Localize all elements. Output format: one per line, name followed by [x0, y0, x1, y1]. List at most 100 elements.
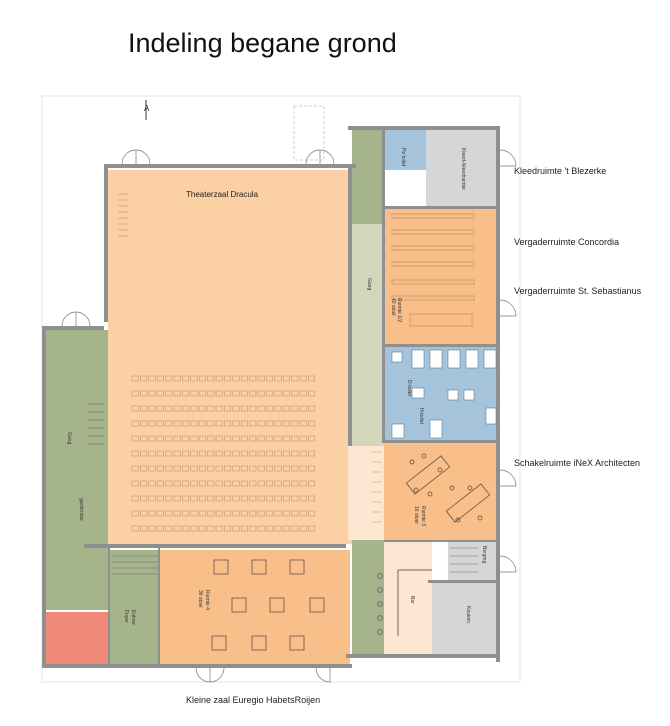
theater-seat [257, 405, 265, 412]
theater-seat [299, 390, 307, 397]
small-hall-tables [211, 559, 325, 651]
theater-seat [308, 420, 316, 427]
theater-seat [224, 405, 232, 412]
theater-seat [190, 375, 198, 382]
theater-seat [131, 450, 139, 457]
theater-seat [224, 420, 232, 427]
theater-seat [207, 525, 215, 532]
theater-seat [224, 465, 232, 472]
section-marker: A [144, 104, 150, 113]
theater-seat [291, 465, 299, 472]
storage-room [448, 540, 498, 582]
theater-seat [207, 450, 215, 457]
bar-counter [377, 569, 432, 636]
theater-seat [240, 495, 248, 502]
theater-seat [140, 375, 148, 382]
theater-seat [232, 465, 240, 472]
theater-seat [156, 390, 164, 397]
theater-seat [274, 450, 282, 457]
theater-seat [274, 435, 282, 442]
meeting-room-a [384, 208, 498, 274]
theater-seat [240, 510, 248, 517]
theater-seat [156, 375, 164, 382]
theater-seat [224, 435, 232, 442]
label-kleine-zaal: Kleine zaal Euregio HabetsRoijen [186, 695, 321, 705]
theater-seat [282, 495, 290, 502]
theater-seat [274, 480, 282, 487]
room-text-d-toilet: D-toilet [406, 380, 412, 396]
theater-seat [224, 450, 232, 457]
theater-seat [140, 495, 148, 502]
theater-seat [148, 450, 156, 457]
theater-seat [291, 480, 299, 487]
theater-seat [190, 435, 198, 442]
theater-seat [249, 375, 257, 382]
stage-steps [118, 193, 128, 237]
theater-seat [148, 375, 156, 382]
room-text-pe-toilet: Pe toilet [400, 148, 406, 167]
theater-seat [156, 525, 164, 532]
theater-seat [257, 495, 265, 502]
theater-seat [182, 435, 190, 442]
label-concordia: Vergaderruimte Concordia [514, 237, 620, 247]
theater-seat [240, 405, 248, 412]
theater-seat [274, 510, 282, 517]
theater-seat [207, 435, 215, 442]
room-text-berging: Berging [481, 546, 487, 564]
theater-seat [182, 495, 190, 502]
theater-seat [308, 375, 316, 382]
theater-seat [299, 510, 307, 517]
theater-seat [249, 495, 257, 502]
theater-seat [190, 510, 198, 517]
link-tables [405, 453, 491, 523]
theater-seat [140, 465, 148, 472]
theater-seat [207, 390, 215, 397]
foyer-hall [348, 446, 384, 540]
theater-seat [156, 420, 164, 427]
theater-seat [182, 510, 190, 517]
theater-seat [215, 375, 223, 382]
bar-area [384, 540, 432, 658]
theater-seat [198, 450, 206, 457]
theater-seat [266, 525, 274, 532]
room-text-ruimte-3-cap: 16 stoel [413, 506, 419, 524]
theater-seat [257, 390, 265, 397]
theater-seat [190, 390, 198, 397]
theater-seat [215, 450, 223, 457]
theater-seat [207, 465, 215, 472]
theater-seat [140, 480, 148, 487]
room-text-foyer: Foyer [123, 610, 129, 623]
theater-seat [308, 510, 316, 517]
theater-seat [207, 480, 215, 487]
theater-seat [232, 420, 240, 427]
theater-seat [240, 420, 248, 427]
theater-seat [131, 420, 139, 427]
room-text-kleed: Kleed-/kleedruimte [460, 148, 466, 190]
theater-seat [198, 375, 206, 382]
theater-seat [156, 405, 164, 412]
theater-seat [173, 480, 181, 487]
theater-seat [282, 450, 290, 457]
theater-seating [131, 375, 316, 532]
theater-seat [266, 465, 274, 472]
theater-seat [291, 435, 299, 442]
theater-seat [173, 390, 181, 397]
theater-seat [156, 480, 164, 487]
theater-seat [249, 390, 257, 397]
theater-seat [148, 435, 156, 442]
theater-seat [182, 525, 190, 532]
theater-seat [299, 435, 307, 442]
theater-seat [140, 450, 148, 457]
theater-seat [173, 420, 181, 427]
theater-seat [249, 510, 257, 517]
link-room [384, 442, 498, 540]
theater-seat [257, 435, 265, 442]
staff-toilet [384, 130, 426, 170]
theater-seat [182, 465, 190, 472]
theater-seat [291, 450, 299, 457]
theater-seat [198, 510, 206, 517]
theater-seat [240, 435, 248, 442]
theater-seat [299, 480, 307, 487]
theater-seat [190, 450, 198, 457]
